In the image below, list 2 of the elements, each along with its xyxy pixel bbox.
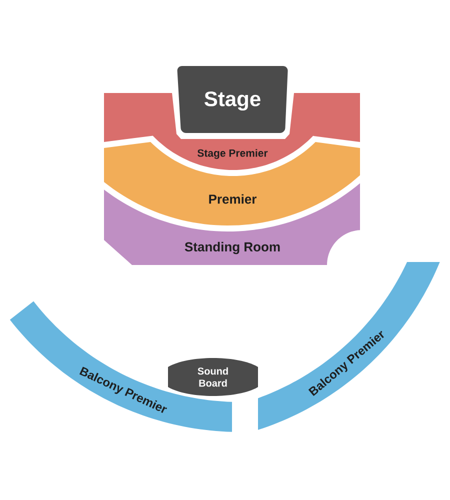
sound-board: Sound Board (168, 358, 258, 396)
stage-block: Stage (177, 66, 288, 133)
